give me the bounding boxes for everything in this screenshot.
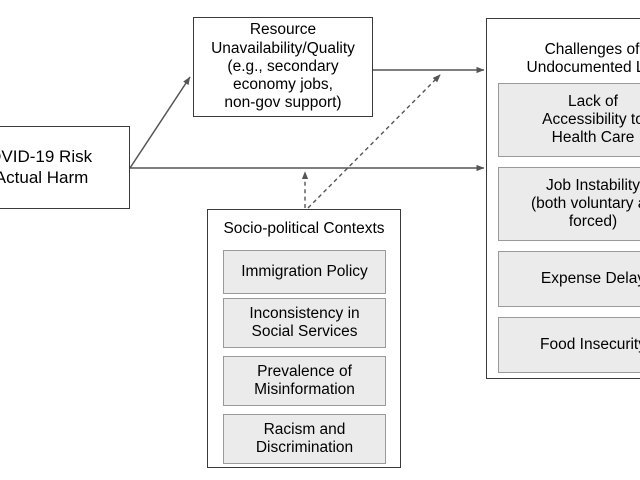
socio-item-3-line1: Prevalence of (257, 362, 352, 380)
challenge-item-lack-of-accessibility-label: Lack of Accessibility to Health Care (542, 93, 640, 148)
node-covid-19-risk-line2: & Actual Harm (0, 167, 89, 187)
socio-item-prevalence-misinformation-label: Prevalence of Misinformation (254, 363, 355, 400)
node-resource-unavailability-label: Resource Unavailability/Quality (e.g., s… (211, 21, 355, 112)
challenge-item-expense-delay: Expense Delay (498, 251, 640, 307)
socio-item-immigration-policy: Immigration Policy (223, 250, 386, 294)
challenge-item-food-insecurity: Food Insecurity (498, 317, 640, 373)
panel-challenges-undocumented-latinx: Challenges of Undocumented Lat Lack of A… (486, 18, 640, 379)
socio-item-racism-discrimination: Racism and Discrimination (223, 414, 386, 464)
socio-item-2-line2: Social Services (251, 323, 358, 340)
challenge-item-2-line1: Job Instability (546, 176, 640, 194)
socio-item-4-line2: Discrimination (255, 439, 354, 456)
challenge-item-4-line1: Food Insecurity (540, 335, 640, 353)
socio-item-1-line1: Immigration Policy (241, 262, 368, 280)
challenge-item-1-line3: Health Care (551, 129, 635, 147)
challenge-item-job-instability-label: Job Instability (both voluntary an force… (531, 177, 640, 232)
socio-item-immigration-policy-label: Immigration Policy (241, 263, 368, 281)
socio-item-3-line2: Misinformation (254, 381, 355, 398)
panel-socio-political-title: Socio-political Contexts (223, 220, 385, 237)
node-resource-line5: non-gov support) (224, 94, 342, 112)
challenge-item-food-insecurity-label: Food Insecurity (540, 336, 640, 354)
node-resource-line2: Unavailability/Quality (211, 39, 355, 57)
node-resource-unavailability: Resource Unavailability/Quality (e.g., s… (193, 17, 373, 117)
connector-socio-to-challenges (307, 74, 441, 209)
socio-item-inconsistency-social-services-label: Inconsistency in Social Services (249, 305, 359, 342)
challenge-item-2-line3: forced) (568, 213, 618, 231)
socio-item-inconsistency-social-services: Inconsistency in Social Services (223, 298, 386, 348)
socio-item-racism-discrimination-label: Racism and Discrimination (256, 421, 353, 458)
socio-item-4-line1: Racism and (263, 420, 346, 438)
connector-covid-to-resource (129, 76, 191, 169)
node-resource-line3: (e.g., secondary (227, 57, 339, 75)
socio-item-2-line1: Inconsistency in (249, 304, 360, 322)
socio-item-prevalence-misinformation: Prevalence of Misinformation (223, 356, 386, 406)
node-covid-19-risk-line1: COVID-19 Risk (0, 147, 93, 167)
panel-socio-political-contexts: Socio-political Contexts Immigration Pol… (207, 209, 401, 468)
node-resource-line1: Resource (249, 21, 317, 39)
challenge-item-1-line1: Lack of (568, 92, 618, 110)
challenge-item-expense-delay-label: Expense Delay (541, 270, 640, 288)
challenge-item-2-line2: (both voluntary an (530, 194, 640, 212)
challenge-item-lack-of-accessibility: Lack of Accessibility to Health Care (498, 83, 640, 157)
node-covid-19-risk-label: COVID-19 Risk & Actual Harm (0, 147, 92, 187)
panel-challenges-title: Challenges of Undocumented Lat (487, 41, 640, 78)
challenge-item-1-line2: Accessibility to (542, 110, 640, 128)
challenge-item-3-line1: Expense Delay (540, 269, 640, 287)
panel-challenges-title-line1: Challenges of (544, 41, 640, 58)
challenge-item-job-instability: Job Instability (both voluntary an force… (498, 167, 640, 241)
node-covid-19-risk: COVID-19 Risk & Actual Harm (0, 126, 130, 209)
panel-challenges-title-line2: Undocumented Lat (526, 59, 640, 77)
node-resource-line4: economy jobs, (233, 76, 333, 94)
